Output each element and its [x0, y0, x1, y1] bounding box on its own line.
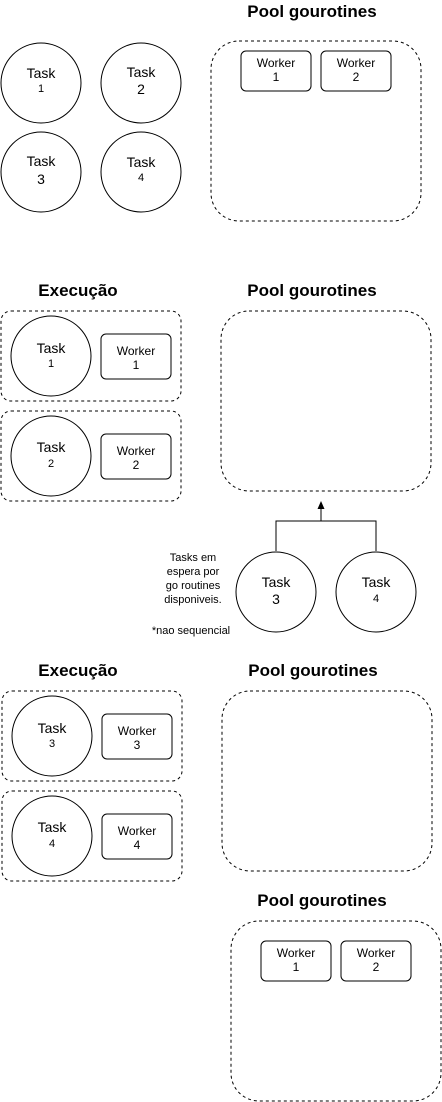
- worker-number: 2: [373, 960, 380, 974]
- task-number: 4: [373, 593, 379, 605]
- waiting-task: Task 4: [335, 551, 417, 633]
- worker-label: Worker: [357, 946, 395, 960]
- worker-number: 2: [133, 458, 140, 472]
- section-3: Execução Pool gourotines Task 3 Worker 3…: [1, 661, 433, 882]
- execution-row: Task 4 Worker 4: [1, 790, 183, 882]
- section-1: Pool gourotines Task 1 Task 2 Task 3 Tas…: [0, 2, 422, 222]
- pool-title: Pool gourotines: [257, 891, 386, 910]
- task-label: Task: [37, 439, 67, 455]
- task-circle: [11, 695, 93, 777]
- task-label: Task: [38, 819, 68, 835]
- task-label: Task: [27, 153, 57, 169]
- worker-label: Worker: [117, 344, 155, 358]
- task-circle: [10, 315, 92, 397]
- task-label: Task: [38, 720, 68, 736]
- task-circle: [100, 131, 182, 213]
- task-number: 1: [38, 83, 44, 95]
- execution-container: [0, 410, 182, 502]
- execution-container: [1, 790, 183, 882]
- worker-number: 1: [273, 70, 280, 84]
- task-label: Task: [37, 340, 67, 356]
- section-2: Execução Pool gourotines Task 1 Worker 1…: [0, 281, 432, 637]
- footnote: *nao sequencial: [152, 625, 230, 637]
- worker-label: Worker: [337, 56, 375, 70]
- execution-container: [1, 690, 183, 782]
- task-number: 1: [48, 358, 54, 370]
- worker-box: [100, 433, 172, 480]
- note-line: go routines: [166, 580, 221, 592]
- pool-container: [221, 690, 433, 872]
- worker-label: Worker: [118, 724, 156, 738]
- connector-arrow: [275, 501, 377, 551]
- task-number: 2: [48, 458, 54, 470]
- worker-box: [101, 713, 173, 760]
- task-label: Task: [127, 64, 157, 80]
- worker-node: Worker 2: [320, 50, 392, 92]
- pool-container: [230, 920, 442, 1102]
- worker-node: Worker 1: [260, 940, 332, 982]
- task-label: Task: [127, 154, 157, 170]
- worker-number: 1: [133, 358, 140, 372]
- execution-row: Task 1 Worker 1: [0, 310, 182, 402]
- task-circle: [235, 551, 317, 633]
- note-line: Tasks em: [170, 552, 216, 564]
- pool-container: [210, 40, 422, 222]
- task-circle: [335, 551, 417, 633]
- task-label: Task: [262, 574, 292, 590]
- task-circle: [100, 42, 182, 124]
- worker-label: Worker: [257, 56, 295, 70]
- task-node: Task 2: [100, 42, 182, 124]
- task-label: Task: [27, 65, 57, 81]
- worker-box: [340, 940, 412, 982]
- task-node: Task 1: [0, 42, 82, 124]
- execution-row: Task 2 Worker 2: [0, 410, 182, 502]
- task-circle: [0, 131, 82, 213]
- task-number: 3: [37, 171, 45, 187]
- worker-node: Worker 1: [240, 50, 312, 92]
- task-label: Task: [362, 574, 392, 590]
- task-number: 4: [49, 838, 55, 850]
- worker-number: 4: [134, 838, 141, 852]
- execution-title: Execução: [38, 661, 117, 680]
- worker-box: [101, 813, 173, 860]
- worker-number: 3: [134, 738, 141, 752]
- worker-box: [100, 333, 172, 380]
- note-line: disponiveis.: [164, 594, 221, 606]
- task-number: 4: [138, 172, 144, 184]
- worker-label: Worker: [277, 946, 315, 960]
- worker-box: [260, 940, 332, 982]
- worker-label: Worker: [117, 444, 155, 458]
- worker-box: [240, 50, 312, 92]
- worker-number: 1: [293, 960, 300, 974]
- pool-container: [220, 310, 432, 492]
- pool-title: Pool gourotines: [247, 2, 376, 21]
- task-node: Task 3: [0, 131, 82, 213]
- execution-container: [0, 310, 182, 402]
- note-line: espera por: [167, 566, 220, 578]
- task-node: Task 4: [100, 131, 182, 213]
- task-circle: [11, 795, 93, 877]
- section-4: Pool gourotines Worker 1 Worker 2: [230, 891, 442, 1102]
- waiting-note: Tasks em espera por go routines disponiv…: [152, 552, 230, 637]
- worker-label: Worker: [118, 824, 156, 838]
- pool-title: Pool gourotines: [247, 281, 376, 300]
- connector-lines: [275, 520, 377, 551]
- waiting-task: Task 3: [235, 551, 317, 633]
- task-number: 3: [49, 738, 55, 750]
- execution-row: Task 3 Worker 3: [1, 690, 183, 782]
- task-circle: [0, 42, 82, 124]
- worker-box: [320, 50, 392, 92]
- arrow-head: [317, 501, 325, 509]
- worker-number: 2: [353, 70, 360, 84]
- pool-title: Pool gourotines: [248, 661, 377, 680]
- worker-node: Worker 2: [340, 940, 412, 982]
- execution-title: Execução: [38, 281, 117, 300]
- task-number: 3: [272, 591, 280, 607]
- task-circle: [10, 415, 92, 497]
- task-number: 2: [137, 81, 145, 97]
